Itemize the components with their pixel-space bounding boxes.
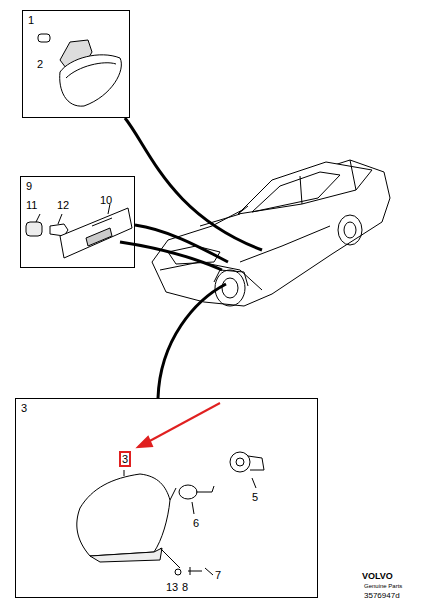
brand-subtitle: Genuine Parts [364, 583, 402, 590]
callout-number: 5 [252, 491, 258, 503]
panel-number: 1 [28, 14, 34, 26]
callout-number: 6 [193, 517, 199, 529]
callout-number: 2 [37, 58, 43, 70]
callout-number: 10 [100, 194, 112, 206]
callout-number: 12 [57, 199, 69, 211]
drawing-number: 3576947d [364, 592, 400, 601]
callout-number: 11 [26, 199, 37, 211]
callout-number: 13 [166, 581, 178, 593]
panel-number: 3 [21, 402, 27, 414]
callout-number: 8 [182, 581, 188, 593]
highlighted-callout: 3 [119, 451, 131, 467]
callout-number: 7 [215, 569, 221, 581]
panel-number: 9 [26, 180, 32, 192]
brand-logo: VOLVO [362, 572, 393, 582]
illustration-panel: 9 [20, 176, 135, 268]
illustration-panel: 3 [15, 398, 318, 598]
